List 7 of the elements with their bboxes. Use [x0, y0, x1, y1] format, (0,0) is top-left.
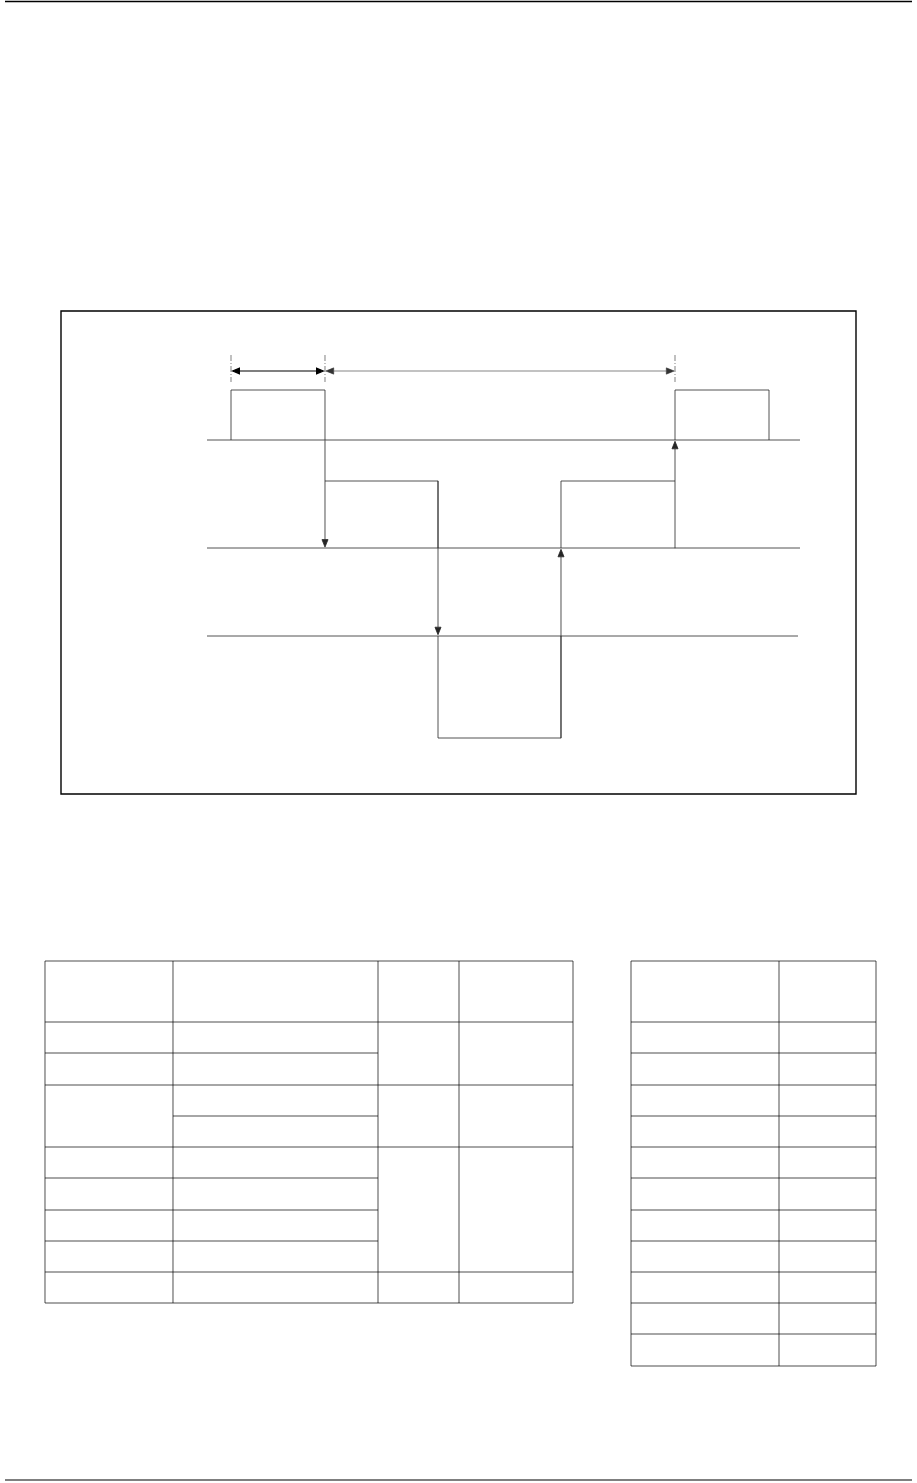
- waveform: [206, 480, 801, 549]
- waveform: [206, 389, 801, 441]
- waveform: [206, 635, 799, 739]
- arrow: [671, 440, 679, 549]
- arrow: [321, 439, 329, 548]
- arrow: [557, 548, 565, 739]
- arrow: [434, 480, 442, 636]
